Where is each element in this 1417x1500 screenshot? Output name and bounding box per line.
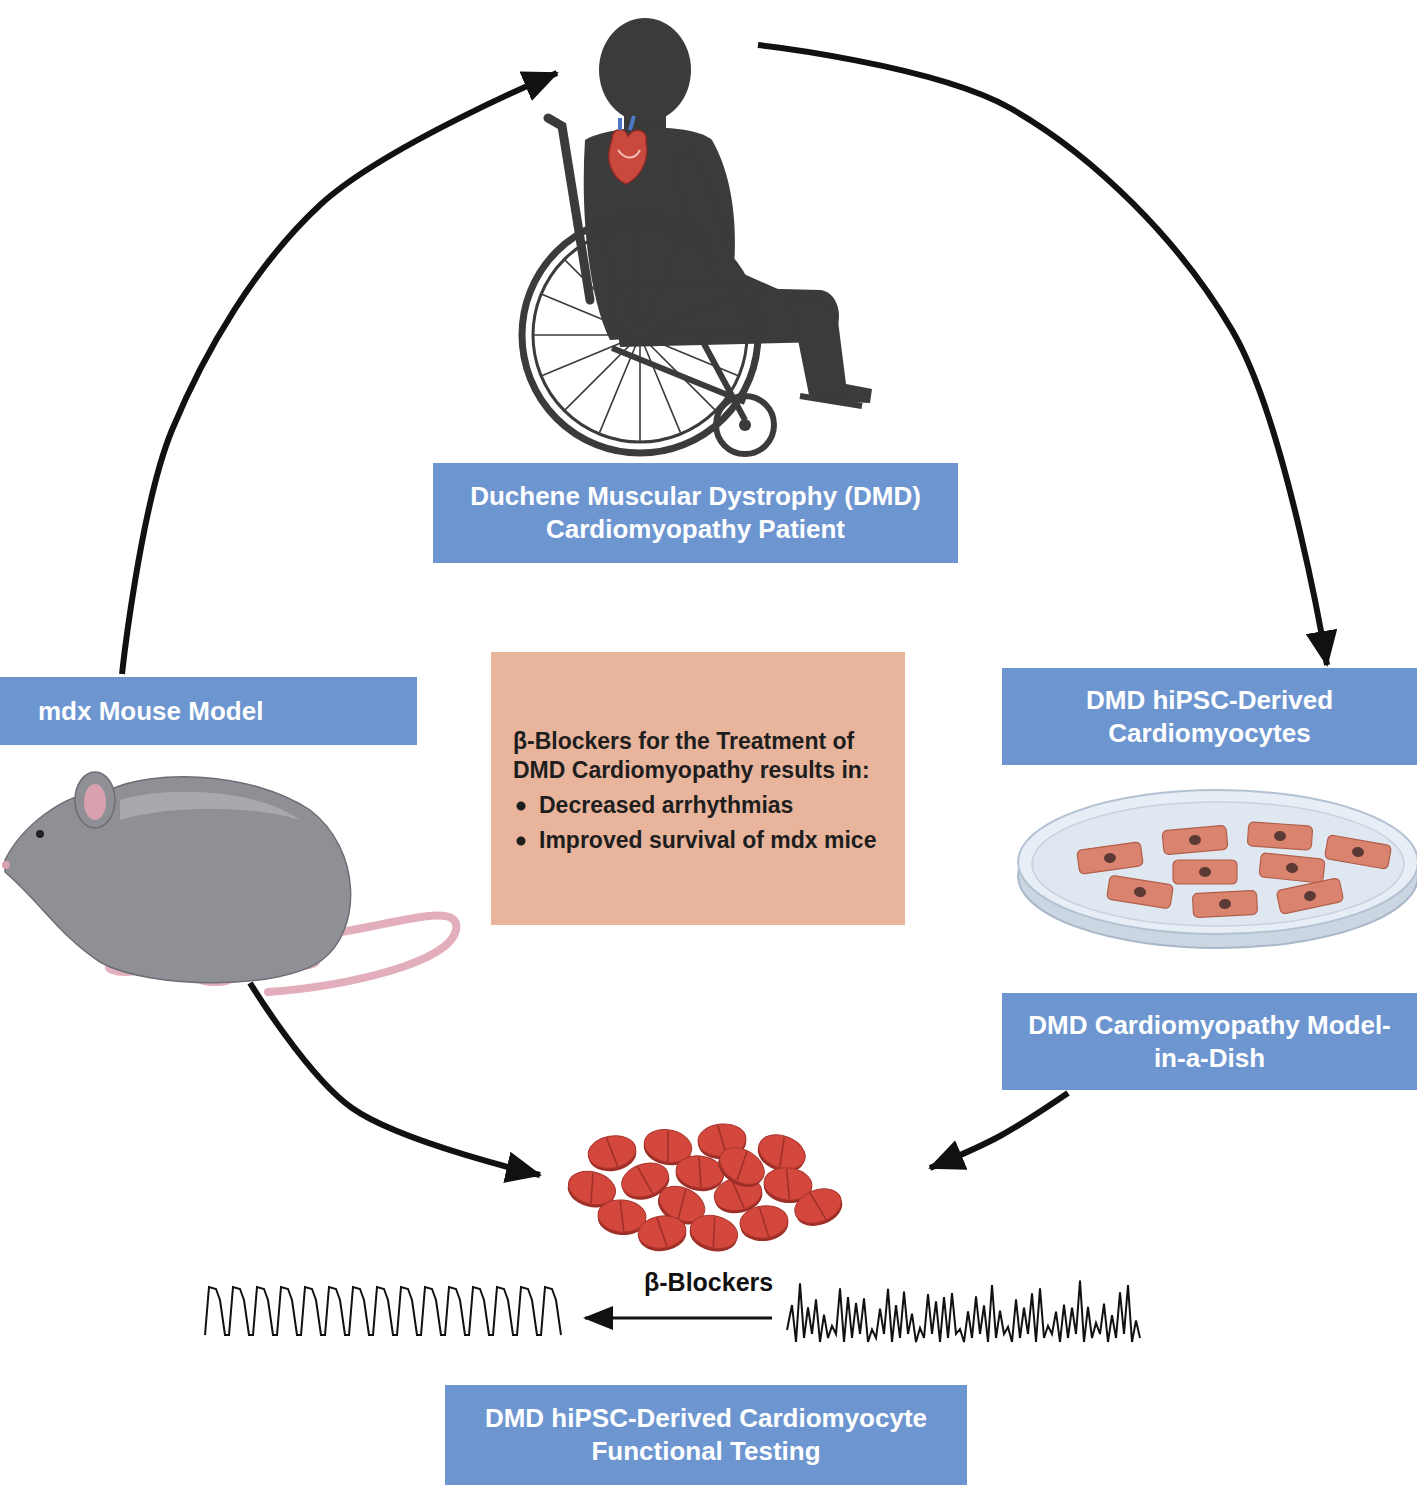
wheel-spoke	[564, 335, 640, 411]
mouse-illustration	[2, 772, 456, 992]
summary-box: β-Blockers for the Treatment of DMD Card…	[491, 652, 905, 925]
pill	[636, 1213, 688, 1254]
arrhythmic-trace	[787, 1281, 1140, 1342]
wheel-spoke	[533, 334, 640, 336]
regular-trace	[205, 1287, 561, 1335]
cardiomyocyte	[1162, 825, 1228, 854]
caption-box: DMD Cardiomyopathy Model-in-a-Dish	[1002, 993, 1417, 1090]
flow-arrow	[930, 1093, 1068, 1168]
bullet-item: Decreased arrhythmias	[513, 791, 885, 820]
cardiomyocyte	[1107, 875, 1174, 909]
caption-text: mdx Mouse Model	[38, 695, 401, 728]
pill	[686, 1211, 741, 1257]
cardiomyocyte	[1192, 890, 1257, 917]
cardiomyocyte	[1276, 878, 1344, 915]
flow-arrow	[122, 73, 557, 674]
caption-box: Duchene Muscular Dystrophy (DMD) Cardiom…	[433, 463, 958, 563]
caption-text: DMD Cardiomyopathy Model-in-a-Dish	[1016, 1009, 1403, 1075]
arrow-label: β-Blockers	[640, 1268, 777, 1297]
caption-box: DMD hiPSC-Derived Cardiomyocytes	[1002, 668, 1417, 765]
caption-text: Duchene Muscular Dystrophy (DMD) Cardiom…	[449, 480, 942, 546]
bullet-item: Improved survival of mdx mice	[513, 826, 885, 855]
cardiomyocyte	[1077, 842, 1144, 875]
wheel-spoke	[599, 236, 640, 335]
heart-icon	[609, 116, 647, 184]
flow-arrow	[250, 983, 540, 1175]
wheel-spoke	[564, 259, 640, 335]
wheel-spoke	[640, 294, 739, 335]
wheel-spoke	[640, 259, 716, 335]
wheel-spoke	[639, 228, 641, 335]
pill	[712, 1140, 771, 1194]
cardiomyocyte	[1247, 822, 1313, 850]
wheel-spoke	[639, 335, 641, 442]
patient-silhouette	[522, 18, 872, 454]
pill-pile	[564, 1122, 847, 1256]
petri-dish	[1018, 790, 1417, 948]
caption-text: DMD hiPSC-Derived Cardiomyocytes	[1016, 684, 1403, 750]
wheel-spoke	[640, 334, 747, 336]
cardiomyocyte	[1324, 835, 1391, 870]
caption-text: DMD hiPSC-Derived Cardiomyocyte Function…	[461, 1402, 951, 1468]
treatment-arrow	[585, 1317, 772, 1320]
flow-arrow	[758, 45, 1327, 665]
wheel-spoke	[640, 335, 681, 434]
summary-heading: β-Blockers for the Treatment of DMD Card…	[513, 727, 885, 785]
cardiomyocyte	[1173, 860, 1237, 884]
caption-box: DMD hiPSC-Derived Cardiomyocyte Function…	[445, 1385, 967, 1485]
pill	[790, 1183, 847, 1232]
pill	[586, 1132, 639, 1175]
caption-box: mdx Mouse Model	[0, 677, 417, 745]
cardiomyocyte	[1259, 853, 1325, 884]
pill	[738, 1204, 789, 1244]
